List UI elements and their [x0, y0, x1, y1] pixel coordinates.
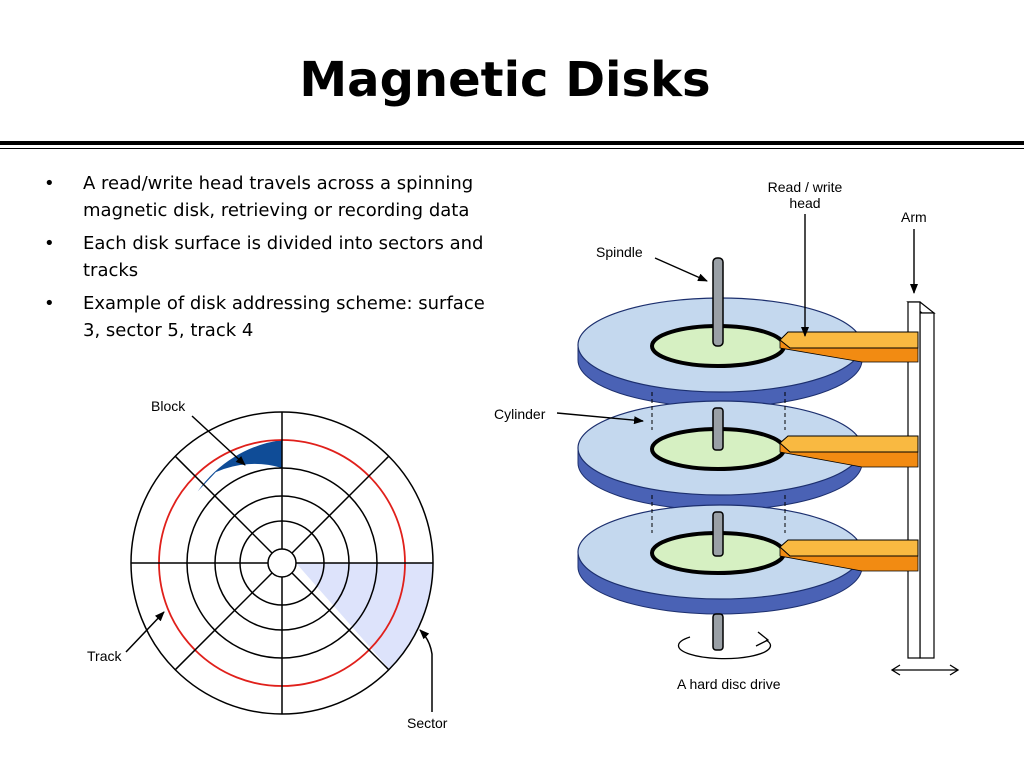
read-write-head — [779, 539, 919, 572]
bullet-item: • Example of disk addressing scheme: sur… — [44, 290, 494, 344]
sector-highlight — [296, 563, 434, 670]
bullet-dot: • — [44, 233, 55, 254]
read-write-head-label-line2: head — [789, 195, 820, 211]
spindle-arrow — [654, 257, 708, 282]
title-divider-thick — [0, 141, 1024, 145]
sector-divider — [174, 572, 273, 671]
bullet-dot: • — [44, 173, 55, 194]
cylinder-arrow — [556, 412, 644, 425]
bullet-text: A read/write head travels across a spinn… — [83, 173, 474, 221]
bullet-list: • A read/write head travels across a spi… — [44, 170, 494, 350]
bullet-text: Each disk surface is divided into sector… — [83, 233, 484, 281]
block-label: Block — [151, 398, 186, 414]
sector-divider — [291, 455, 390, 554]
disk-surface-diagram: Block Track Sector — [87, 398, 448, 731]
track-label: Track — [87, 648, 122, 664]
arm-motion-arrow-icon — [890, 664, 960, 676]
title-divider-thin — [0, 148, 1024, 149]
spindle-label: Spindle — [596, 244, 643, 260]
read-write-head — [779, 331, 919, 363]
diagram-caption: A hard disc drive — [677, 676, 781, 692]
bullet-text: Example of disk addressing scheme: surfa… — [83, 293, 485, 341]
read-write-head — [779, 435, 919, 468]
block-arrow — [191, 415, 246, 466]
slide-title: Magnetic Disks — [299, 52, 711, 108]
bullet-item: • A read/write head travels across a spi… — [44, 170, 494, 224]
hard-disc-drive-diagram: Read / write head Arm Spindle Cylinder A… — [494, 179, 960, 692]
bullet-dot: • — [44, 293, 55, 314]
cylinder-label: Cylinder — [494, 406, 546, 422]
rotation-arrow-icon — [677, 631, 772, 660]
block-highlight — [197, 440, 282, 492]
track-arrow — [125, 611, 165, 653]
platter — [577, 400, 863, 511]
cylinder-guides — [651, 392, 786, 533]
sector-label: Sector — [407, 715, 448, 731]
spindle-hole — [267, 548, 297, 578]
read-write-head-label-line1: Read / write — [768, 179, 843, 195]
spindle — [712, 257, 724, 651]
arm-label: Arm — [901, 209, 927, 225]
sector-arrow — [419, 629, 433, 712]
sector-divider — [174, 455, 273, 554]
bullet-item: • Each disk surface is divided into sect… — [44, 230, 494, 284]
sector-divider — [291, 572, 390, 671]
